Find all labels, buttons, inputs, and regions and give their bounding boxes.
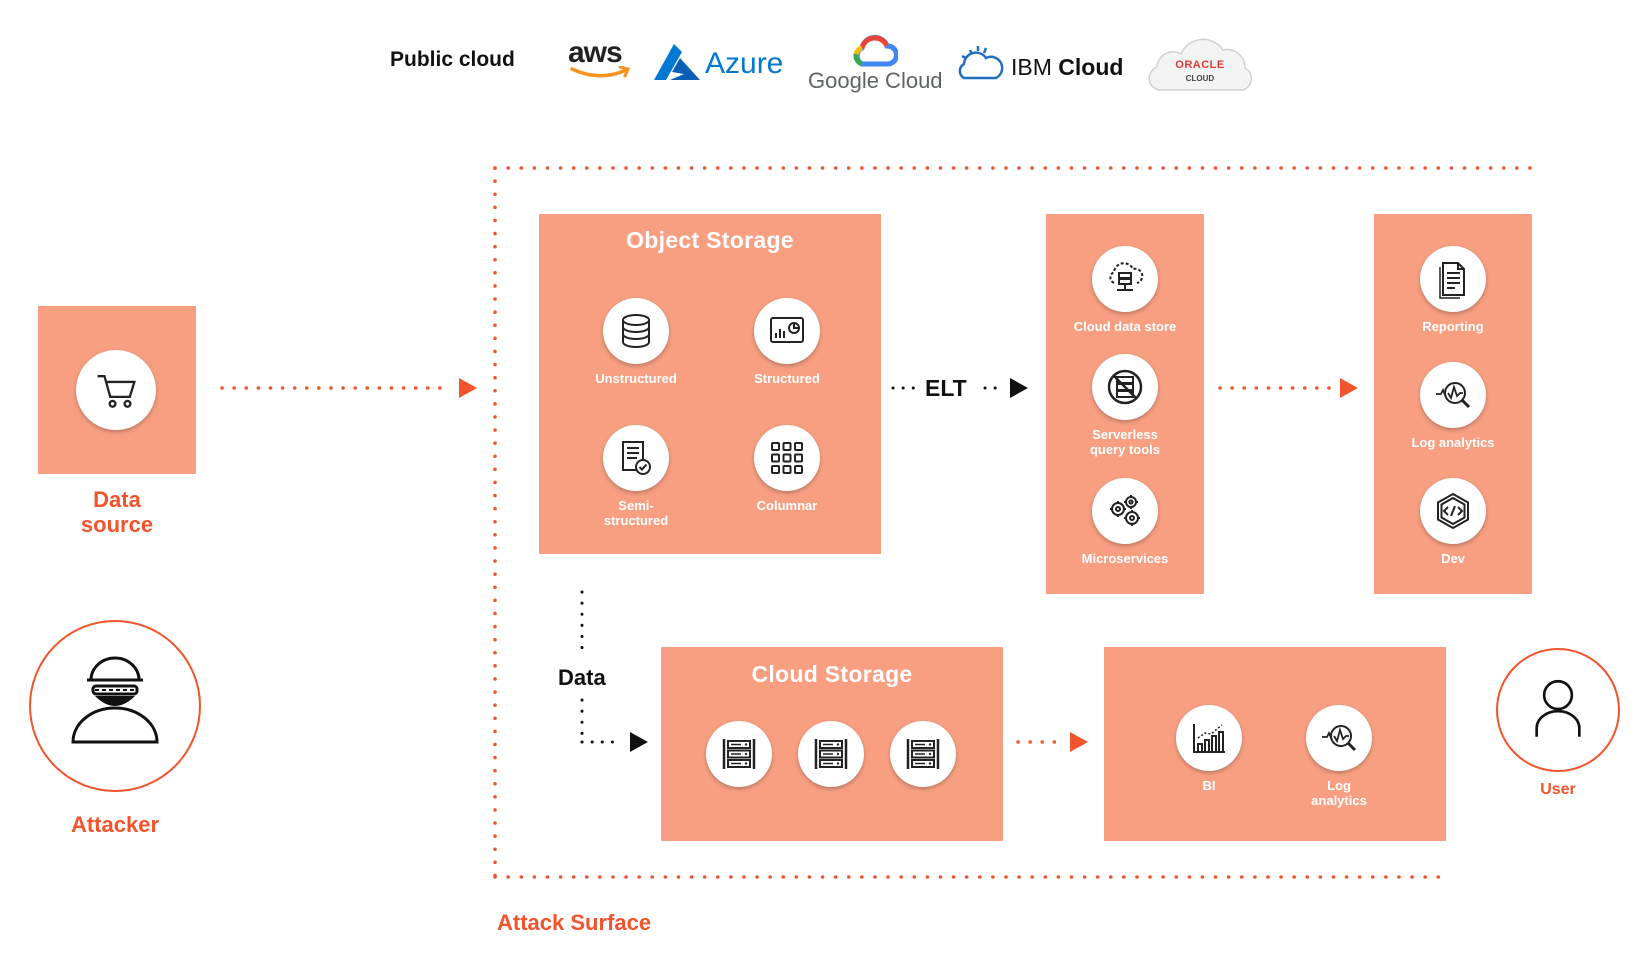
ibm-cloud-logo-text: IBM Cloud: [1011, 54, 1123, 81]
azure-mark-icon: [654, 44, 700, 80]
cloud-server-icon: [1092, 246, 1158, 312]
microservices-label: Microservices: [1081, 551, 1169, 566]
data-source-label-line1: Data: [93, 487, 141, 512]
semi-structured-label-line1: Semi-: [618, 498, 654, 513]
oracle-cloud-shape-icon: [1148, 38, 1253, 91]
dev-label: Dev: [1441, 551, 1465, 566]
oracle-logo-subtext: CLOUD: [1185, 74, 1215, 83]
data-source-label-line2: source: [80, 512, 154, 537]
aws-logo-text: aws: [568, 36, 623, 69]
grid-icon: [754, 425, 820, 491]
bi-label: BI: [1202, 778, 1216, 793]
data-label: Data: [558, 665, 606, 690]
azure-logo-text: Azure: [705, 47, 784, 80]
magnifier-pulse-icon: [1420, 362, 1486, 428]
log-analytics-label: Log analytics: [1411, 435, 1495, 450]
arrow-compute-to-consume: [1218, 378, 1358, 398]
cloud-storage-title: Cloud Storage: [751, 661, 913, 687]
ibm-cloud-logo: IBM Cloud: [956, 44, 1126, 88]
public-cloud-label: Public cloud: [390, 48, 515, 71]
database-icon: [603, 298, 669, 364]
semi-structured-label: Semi- structured: [571, 498, 701, 528]
user-label: User: [1540, 781, 1576, 798]
cloud-data-store-label: Cloud data store: [1073, 319, 1177, 334]
attack-surface-label: Attack Surface: [497, 910, 652, 935]
no-server-icon: [1092, 354, 1158, 420]
ibm-cloud-mark-icon: [958, 46, 1004, 80]
elt-label: ELT: [925, 375, 967, 401]
google-cloud-logo-text: Google Cloud: [808, 68, 943, 93]
dashboard-chart-icon: [754, 298, 820, 364]
attacker-circle: [29, 620, 201, 792]
analytics-box: BI Log analytics: [1104, 647, 1446, 841]
report-document-icon: [1420, 246, 1486, 312]
compute-box: Cloud data store Serverless query tools …: [1046, 214, 1204, 594]
serverless-label-line2: query tools: [1089, 442, 1161, 457]
object-storage-title: Object Storage: [626, 227, 794, 253]
cloud-storage-box: Cloud Storage: [661, 647, 1003, 841]
azure-logo: Azure: [652, 42, 792, 86]
server-rack-icon: [890, 721, 956, 787]
columnar-label: Columnar: [756, 498, 818, 513]
google-cloud-logo: Google Cloud: [808, 34, 948, 94]
object-storage-box: Object Storage Unstructured Structured S…: [539, 214, 881, 554]
structured-label: Structured: [754, 371, 820, 386]
serverless-label-line1: Serverless: [1092, 427, 1158, 442]
ibm-text: IBM: [1011, 54, 1052, 80]
user-icon: [1535, 679, 1581, 737]
code-hexagon-icon: [1420, 478, 1486, 544]
data-source-box: [38, 306, 196, 474]
analytics-log-label: Log analytics: [1274, 778, 1404, 808]
hacker-icon: [71, 656, 159, 744]
magnifier-pulse-icon: [1306, 705, 1372, 771]
analytics-log-label-line2: analytics: [1311, 793, 1367, 808]
attacker-label: Attacker: [70, 812, 160, 837]
server-rack-icon: [706, 721, 772, 787]
server-rack-icon: [798, 721, 864, 787]
document-check-icon: [603, 425, 669, 491]
data-source-label: Data source: [38, 487, 196, 537]
consume-box: Reporting Log analytics Dev: [1374, 214, 1532, 594]
shopping-cart-icon: [76, 350, 156, 430]
gears-icon: [1092, 478, 1158, 544]
reporting-label: Reporting: [1422, 319, 1484, 334]
unstructured-label: Unstructured: [595, 371, 677, 386]
serverless-label: Serverless query tools: [1060, 427, 1190, 457]
google-cloud-mark-icon: [853, 34, 898, 67]
arrow-cloud-storage-to-analytics: [1016, 732, 1088, 752]
oracle-cloud-logo: ORACLE CLOUD: [1145, 34, 1260, 96]
analytics-log-label-line1: Log: [1327, 778, 1351, 793]
oracle-logo-text: ORACLE: [1175, 59, 1225, 71]
aws-smile-icon: [570, 66, 631, 78]
aws-logo: aws: [568, 38, 632, 88]
arrow-datasource-to-storage: [220, 378, 477, 398]
ibm-cloud-text: Cloud: [1058, 54, 1124, 80]
bar-chart-icon: [1176, 705, 1242, 771]
user-circle: [1496, 648, 1620, 772]
semi-structured-label-line2: structured: [603, 513, 669, 528]
